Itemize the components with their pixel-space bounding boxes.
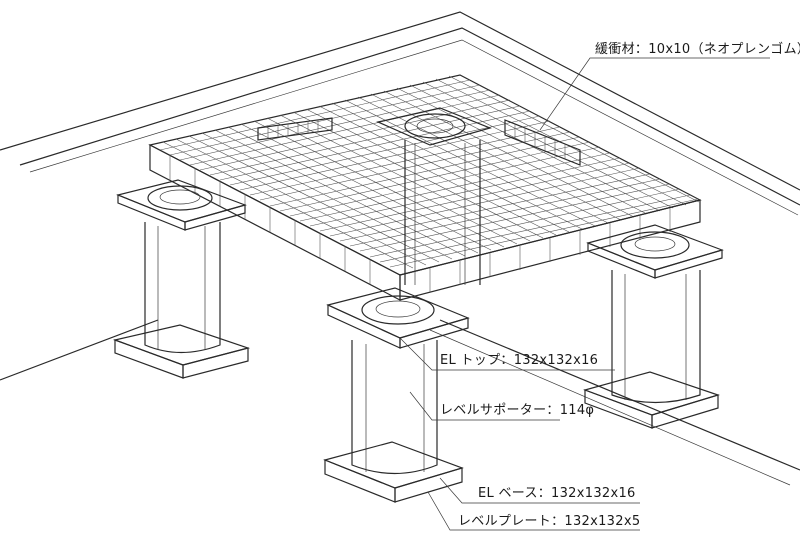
pedestal-right <box>583 224 724 429</box>
label-level-supporter: レベルサポーター：114φ <box>440 403 595 418</box>
cushion-strip-left <box>257 117 333 141</box>
panel-grid <box>159 75 700 269</box>
label-el-top: EL トップ：132x132x16 <box>440 353 599 368</box>
label-cushion: 緩衝材：10x10（ネオプレンゴム） <box>595 42 800 57</box>
room-walls <box>0 11 800 486</box>
pedestal-front <box>323 287 470 503</box>
label-level-plate: レベルプレート：132x132x5 <box>458 514 641 529</box>
pedestal-left <box>112 179 251 379</box>
cushion-strip-right <box>504 119 581 166</box>
label-el-base: EL ベース：132x132x16 <box>478 486 636 501</box>
leader-lines <box>399 57 770 531</box>
pedestal-back <box>376 107 492 285</box>
floor-panel <box>148 74 702 301</box>
